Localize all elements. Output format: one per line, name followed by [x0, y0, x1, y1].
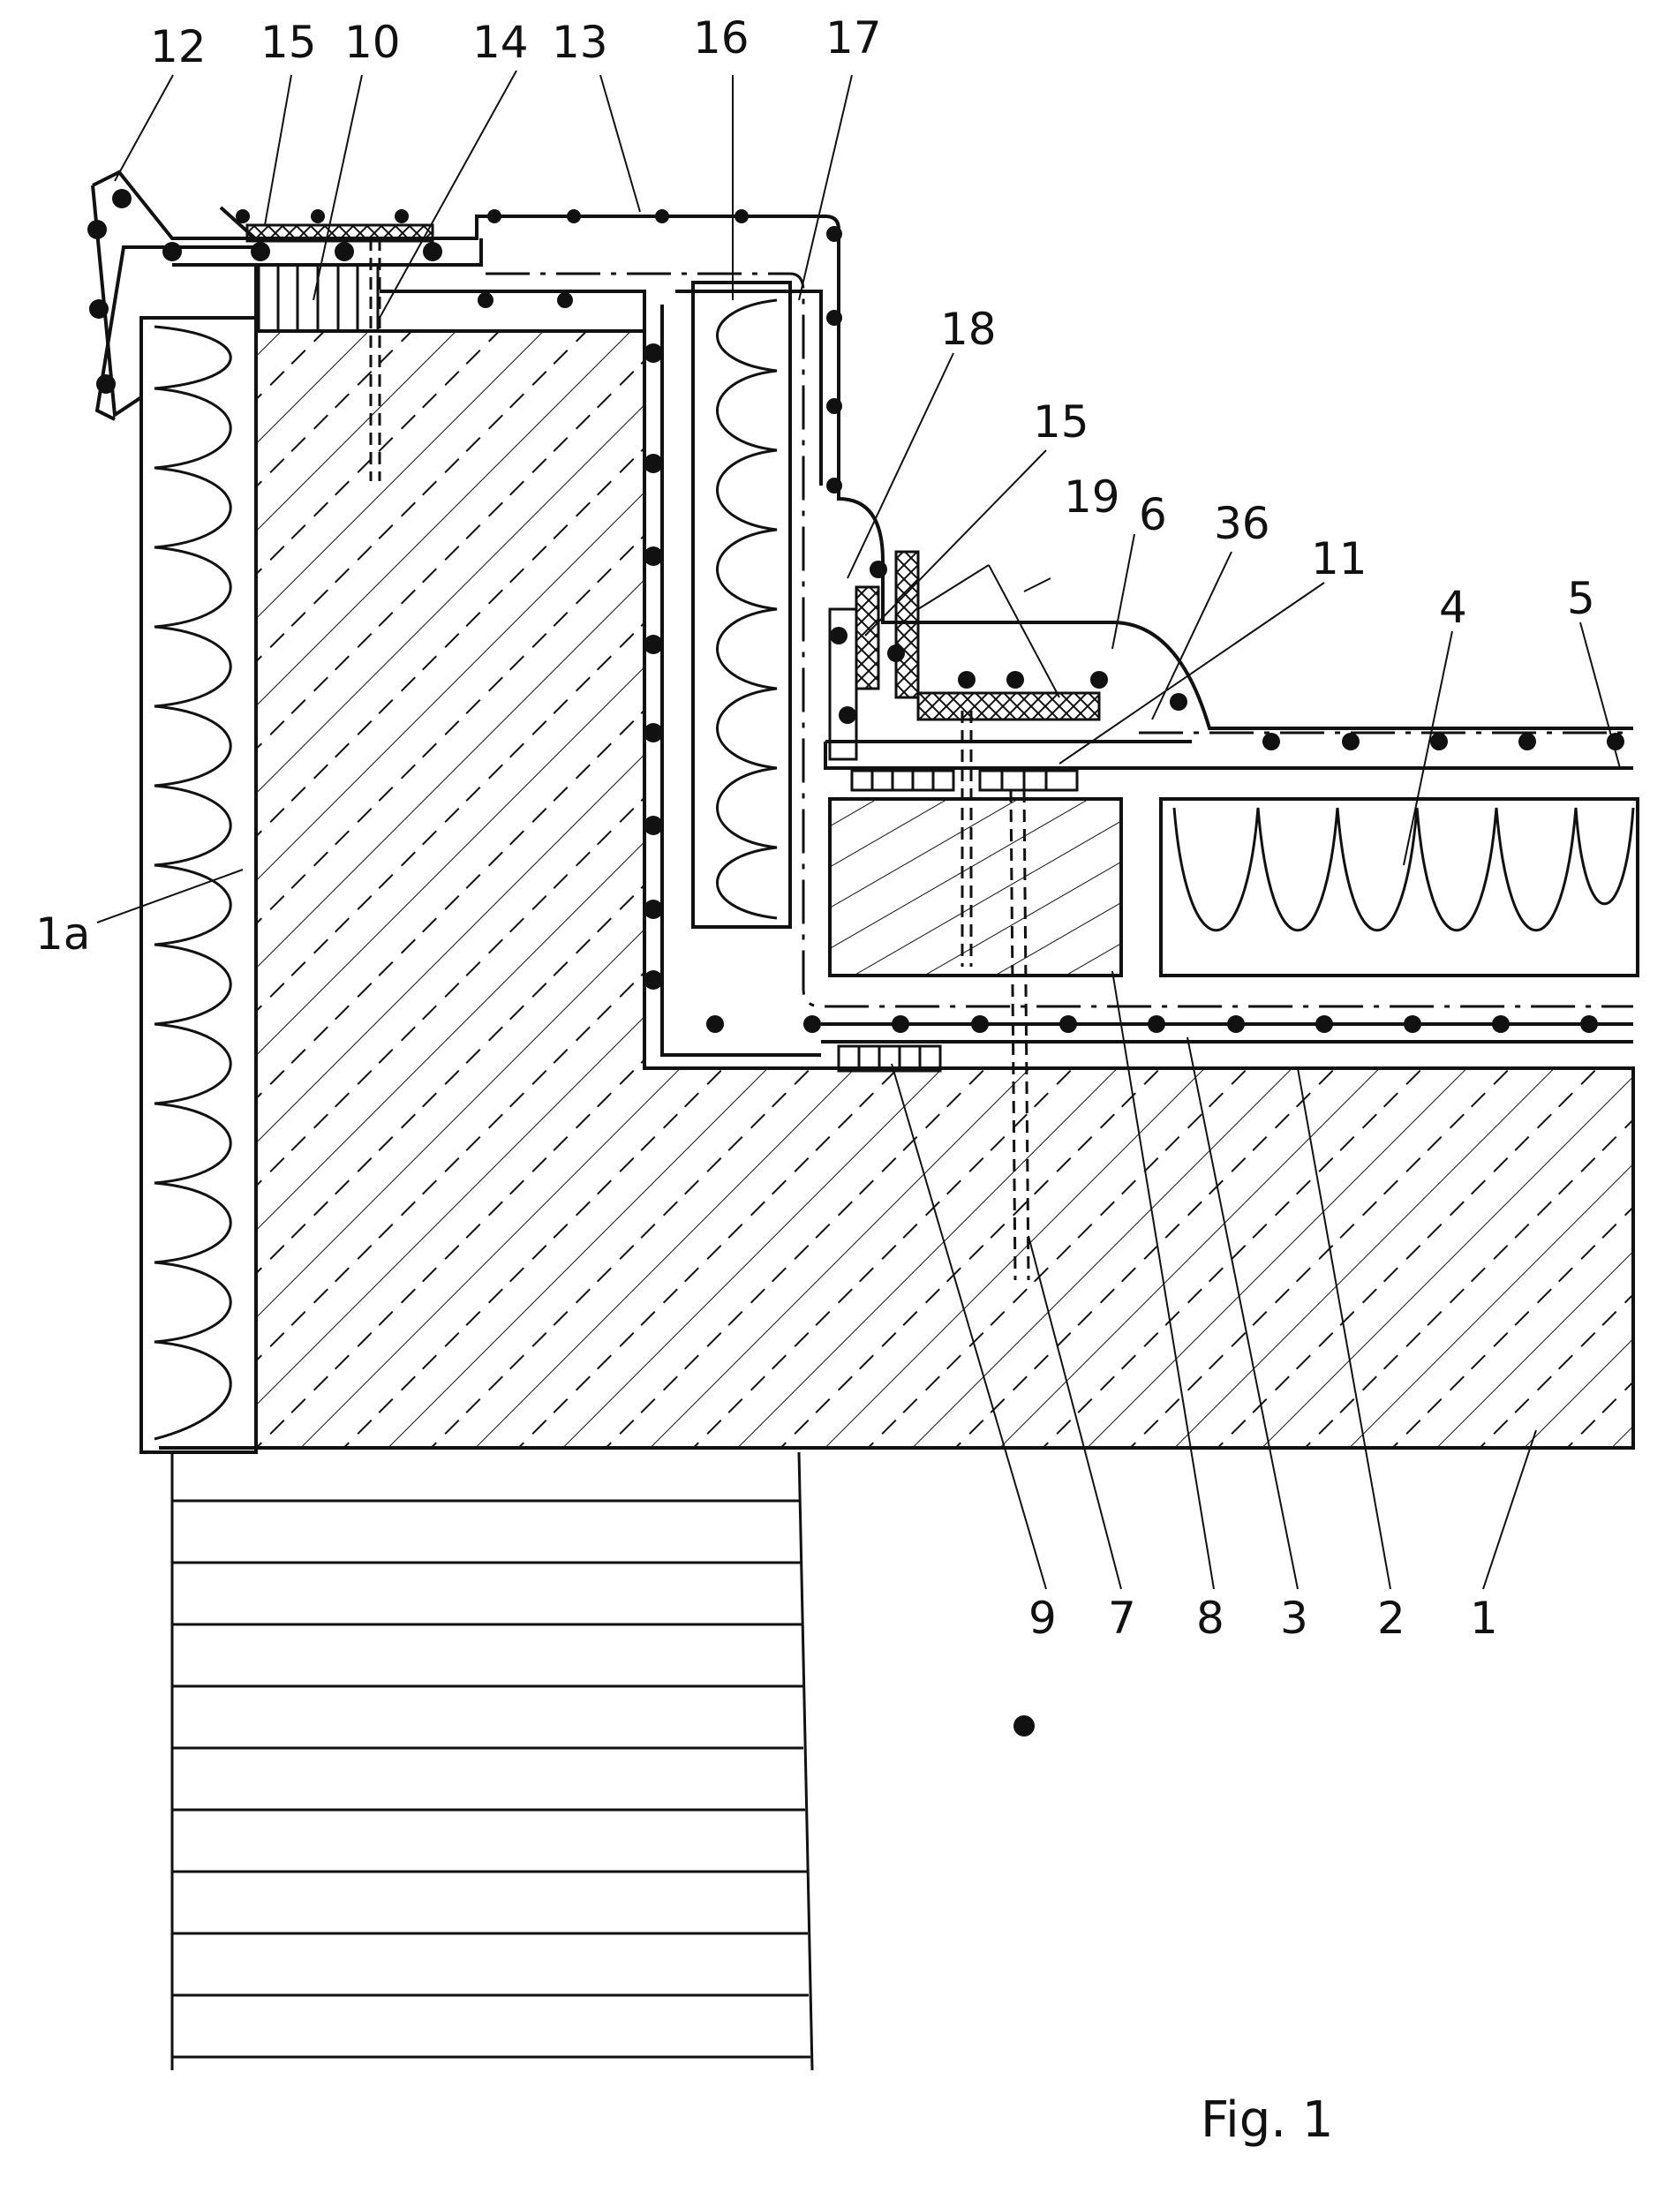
- label-19: 19: [1064, 471, 1120, 523]
- label-10: 10: [344, 17, 401, 68]
- label-16: 16: [693, 12, 750, 64]
- roof-insulation: [1161, 799, 1638, 976]
- label-1a: 1a: [35, 908, 90, 960]
- label-8: 8: [1196, 1593, 1224, 1644]
- ink-dot: [1013, 1715, 1035, 1737]
- label-1: 1: [1470, 1593, 1498, 1644]
- label-12: 12: [150, 21, 207, 72]
- label-13: 13: [552, 17, 608, 68]
- upstand-insulation: [693, 283, 790, 927]
- figure-caption: Fig. 1: [1201, 2091, 1333, 2149]
- label-4: 4: [1439, 582, 1467, 633]
- label-11: 11: [1311, 533, 1367, 584]
- label-15-mid: 15: [1033, 396, 1089, 448]
- label-5: 5: [1567, 573, 1595, 624]
- masonry-wall: [172, 1452, 812, 2070]
- label-17: 17: [825, 12, 882, 64]
- label-6: 6: [1139, 489, 1167, 540]
- label-9: 9: [1028, 1593, 1057, 1644]
- label-2: 2: [1377, 1593, 1405, 1644]
- label-7: 7: [1108, 1593, 1136, 1644]
- label-36: 36: [1214, 498, 1270, 549]
- label-3: 3: [1280, 1593, 1308, 1644]
- label-15-top: 15: [260, 17, 317, 68]
- label-18: 18: [940, 304, 997, 355]
- label-14: 14: [472, 17, 529, 68]
- wooden-batten: [830, 799, 1121, 976]
